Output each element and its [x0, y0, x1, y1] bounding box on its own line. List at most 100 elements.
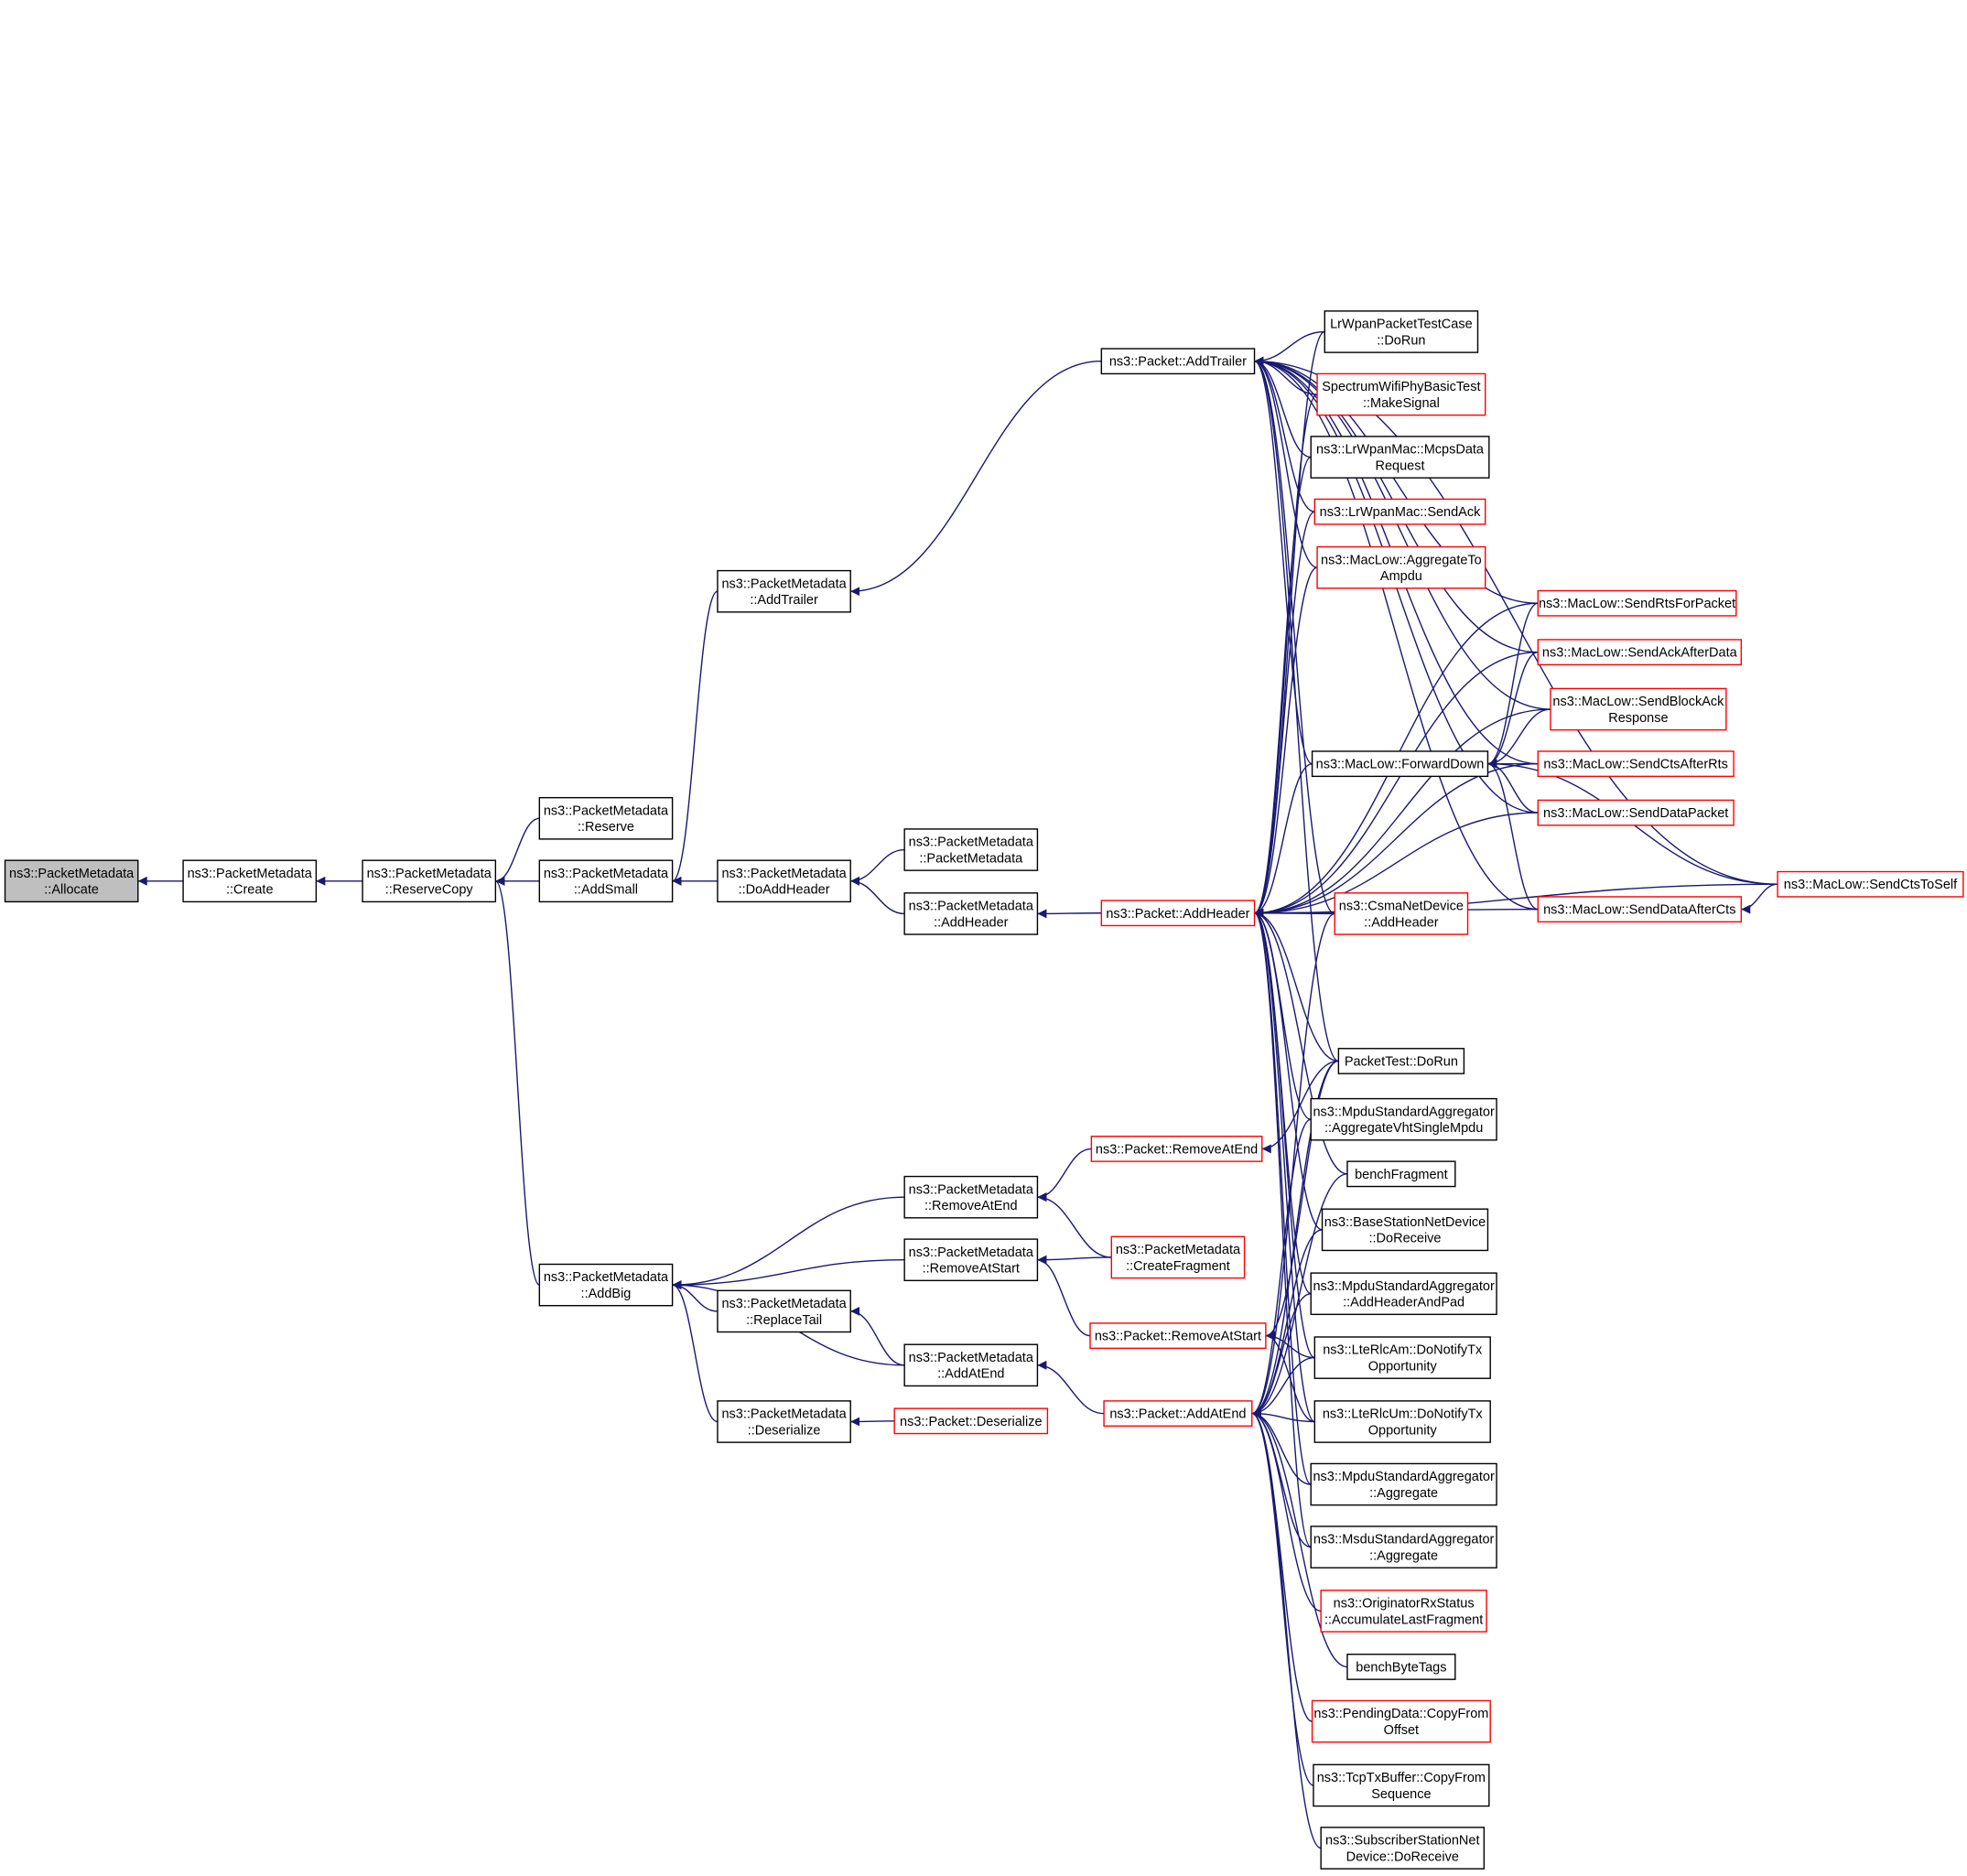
node-create[interactable]: ns3::PacketMetadata::Create: [182, 859, 318, 903]
node-sendackafterdata[interactable]: ns3::MacLow::SendAckAfterData: [1537, 639, 1743, 666]
node-box: [1321, 1208, 1489, 1252]
call-edge-pm_addatend-to-replacetail: [850, 1306, 905, 1366]
node-box: [1324, 310, 1479, 353]
node-forwarddown[interactable]: ns3::MacLow::ForwardDown: [1311, 750, 1489, 778]
node-p_addtrailer[interactable]: ns3::Packet::AddTrailer: [1100, 348, 1256, 375]
node-pm_addtrailer[interactable]: ns3::PacketMetadata::AddTrailer: [717, 569, 851, 613]
node-box: [1100, 900, 1256, 927]
node-pm_removeatstart[interactable]: ns3::PacketMetadata::RemoveAtStart: [903, 1238, 1039, 1282]
node-csma_addheader[interactable]: ns3::CsmaNetDevice::AddHeader: [1334, 892, 1469, 935]
node-label-line: ns3::LteRlcAm::DoNotifyTx: [1323, 1343, 1483, 1358]
node-label-line: ns3::TcpTxBuffer::CopyFrom: [1317, 1771, 1486, 1785]
node-label-line: ns3::LrWpanMac::McpsData: [1316, 443, 1485, 458]
node-layer: ns3::PacketMetadata::Allocatens3::Packet…: [4, 310, 1964, 1870]
node-label-line: ns3::Packet::RemoveAtEnd: [1096, 1142, 1258, 1157]
node-label-line: ns3::PacketMetadata: [9, 867, 135, 881]
node-label-line: Opportunity: [1368, 1360, 1438, 1375]
node-addsmall[interactable]: ns3::PacketMetadata::AddSmall: [538, 859, 674, 903]
call-edge-pm_addheader-to-doaddheader: [850, 876, 905, 915]
node-reserve[interactable]: ns3::PacketMetadata::Reserve: [538, 796, 674, 840]
node-replacetail[interactable]: ns3::PacketMetadata::ReplaceTail: [717, 1289, 851, 1333]
node-label-line: ns3::PacketMetadata: [909, 836, 1034, 850]
node-label-line: ns3::MsduStandardAggregator: [1313, 1533, 1495, 1547]
node-ss_doreceive[interactable]: ns3::SubscriberStationNetDevice::DoRecei…: [1320, 1827, 1486, 1870]
node-box: [1320, 1590, 1487, 1633]
node-label-line: ::AddSmall: [574, 883, 638, 898]
node-box: [717, 569, 851, 613]
node-label-line: ns3::Packet::RemoveAtStart: [1095, 1330, 1261, 1344]
call-edge-senddataaftercts-to-p_addtrailer: [1254, 356, 1539, 911]
node-reservecopy[interactable]: ns3::PacketMetadata::ReserveCopy: [362, 859, 497, 903]
node-benchfragment[interactable]: benchFragment: [1346, 1160, 1456, 1188]
node-label-line: ::Deserialize: [748, 1423, 821, 1438]
node-lrwpantest[interactable]: LrWpanPacketTestCase::DoRun: [1324, 310, 1479, 353]
node-label-line: ns3::CsmaNetDevice: [1339, 900, 1464, 914]
node-sendrtsforpacket[interactable]: ns3::MacLow::SendRtsForPacket: [1537, 589, 1737, 617]
call-edge-pm_addtrailer-to-addsmall: [672, 590, 719, 886]
call-edge-csma_addheader-to-p_addtrailer: [1254, 356, 1335, 915]
node-p_addheader[interactable]: ns3::Packet::AddHeader: [1100, 900, 1256, 927]
call-edge-mpdu_vht-to-p_addheader: [1254, 908, 1312, 1120]
call-edge-p_deserialize-to-pm_deserialize: [850, 1417, 895, 1427]
node-mpdu_aggregate[interactable]: ns3::MpduStandardAggregator::Aggregate: [1310, 1462, 1497, 1506]
node-pm_createfragment[interactable]: ns3::PacketMetadata::CreateFragment: [1110, 1235, 1246, 1279]
node-pm_deserialize[interactable]: ns3::PacketMetadata::Deserialize: [717, 1400, 851, 1443]
node-originator[interactable]: ns3::OriginatorRxStatus::AccumulateLastF…: [1320, 1590, 1487, 1633]
call-edge-lrwpantest-to-p_addheader: [1254, 330, 1325, 918]
node-mpdu_addheaderpad[interactable]: ns3::MpduStandardAggregator::AddHeaderAn…: [1310, 1272, 1497, 1316]
node-p_removeatend[interactable]: ns3::Packet::RemoveAtEnd: [1090, 1136, 1263, 1162]
node-box: [903, 892, 1039, 935]
node-box: [1311, 750, 1489, 778]
node-doaddheader[interactable]: ns3::PacketMetadata::DoAddHeader: [717, 859, 851, 903]
node-label-line: Sequence: [1371, 1787, 1431, 1802]
call-edge-packettest-to-p_addheader: [1254, 908, 1339, 1062]
node-label-line: ns3::PacketMetadata: [721, 1407, 847, 1422]
node-senddatapacket[interactable]: ns3::MacLow::SendDataPacket: [1537, 799, 1735, 826]
node-sendctsafterrts[interactable]: ns3::MacLow::SendCtsAfterRts: [1537, 750, 1735, 778]
call-edge-lterlcam-to-p_addheader: [1254, 908, 1315, 1359]
node-box: [717, 1289, 851, 1333]
node-packettest[interactable]: PacketTest::DoRun: [1337, 1048, 1465, 1074]
node-spectrumtest[interactable]: SpectrumWifiPhyBasicTest::MakeSignal: [1316, 372, 1486, 416]
call-edge-senddataaftercts-to-forwarddown: [1487, 759, 1539, 911]
node-bs_doreceive[interactable]: ns3::BaseStationNetDevice::DoReceive: [1321, 1208, 1489, 1252]
node-pm_ctor[interactable]: ns3::PacketMetadata::PacketMetadata: [903, 828, 1039, 871]
call-edge-sendackafterdata-to-p_addheader: [1254, 651, 1539, 918]
call-edge-msdu_aggregate-to-p_addatend: [1251, 1408, 1312, 1548]
node-box: [903, 828, 1039, 871]
node-pm_addatend[interactable]: ns3::PacketMetadata::AddAtEnd: [903, 1343, 1039, 1387]
node-p_addatend[interactable]: ns3::Packet::AddAtEnd: [1103, 1400, 1253, 1427]
node-label-line: ns3::MpduStandardAggregator: [1313, 1470, 1494, 1484]
call-edge-aggregatetoampdu-to-p_addtrailer: [1254, 356, 1318, 568]
node-box: [903, 1175, 1039, 1219]
node-pm_removeatend[interactable]: ns3::PacketMetadata::RemoveAtEnd: [903, 1175, 1039, 1219]
node-benchbytetags[interactable]: benchByteTags: [1346, 1654, 1456, 1680]
node-lrwpan_sendack[interactable]: ns3::LrWpanMac::SendAck: [1313, 498, 1486, 525]
node-senddataaftercts[interactable]: ns3::MacLow::SendDataAfterCts: [1537, 896, 1743, 923]
node-p_deserialize[interactable]: ns3::Packet::Deserialize: [893, 1407, 1049, 1435]
node-allocate[interactable]: ns3::PacketMetadata::Allocate: [4, 859, 139, 903]
node-label-line: ::Aggregate: [1369, 1548, 1438, 1563]
call-edge-packettest-to-p_addatend: [1251, 1060, 1339, 1418]
node-p_removeatstart[interactable]: ns3::Packet::RemoveAtStart: [1089, 1322, 1267, 1350]
call-edge-csma_addheader-to-p_addatend: [1251, 912, 1335, 1418]
call-edge-benchfragment-to-p_addheader: [1254, 908, 1348, 1175]
node-mpdu_vht[interactable]: ns3::MpduStandardAggregator::AggregateVh…: [1310, 1097, 1497, 1141]
node-box: [1313, 1336, 1491, 1379]
node-label-line: ::PacketMetadata: [919, 851, 1023, 866]
node-msdu_aggregate[interactable]: ns3::MsduStandardAggregator::Aggregate: [1310, 1526, 1497, 1569]
node-pm_addheader[interactable]: ns3::PacketMetadata::AddHeader: [903, 892, 1039, 935]
node-sendctstoself[interactable]: ns3::MacLow::SendCtsToSelf: [1777, 870, 1964, 898]
node-label-line: ns3::PacketMetadata: [1116, 1243, 1241, 1257]
node-addbig[interactable]: ns3::PacketMetadata::AddBig: [538, 1263, 674, 1307]
call-edge-pendingdata-to-p_addatend: [1251, 1408, 1313, 1722]
node-label-line: ns3::MacLow::SendDataPacket: [1543, 806, 1728, 821]
